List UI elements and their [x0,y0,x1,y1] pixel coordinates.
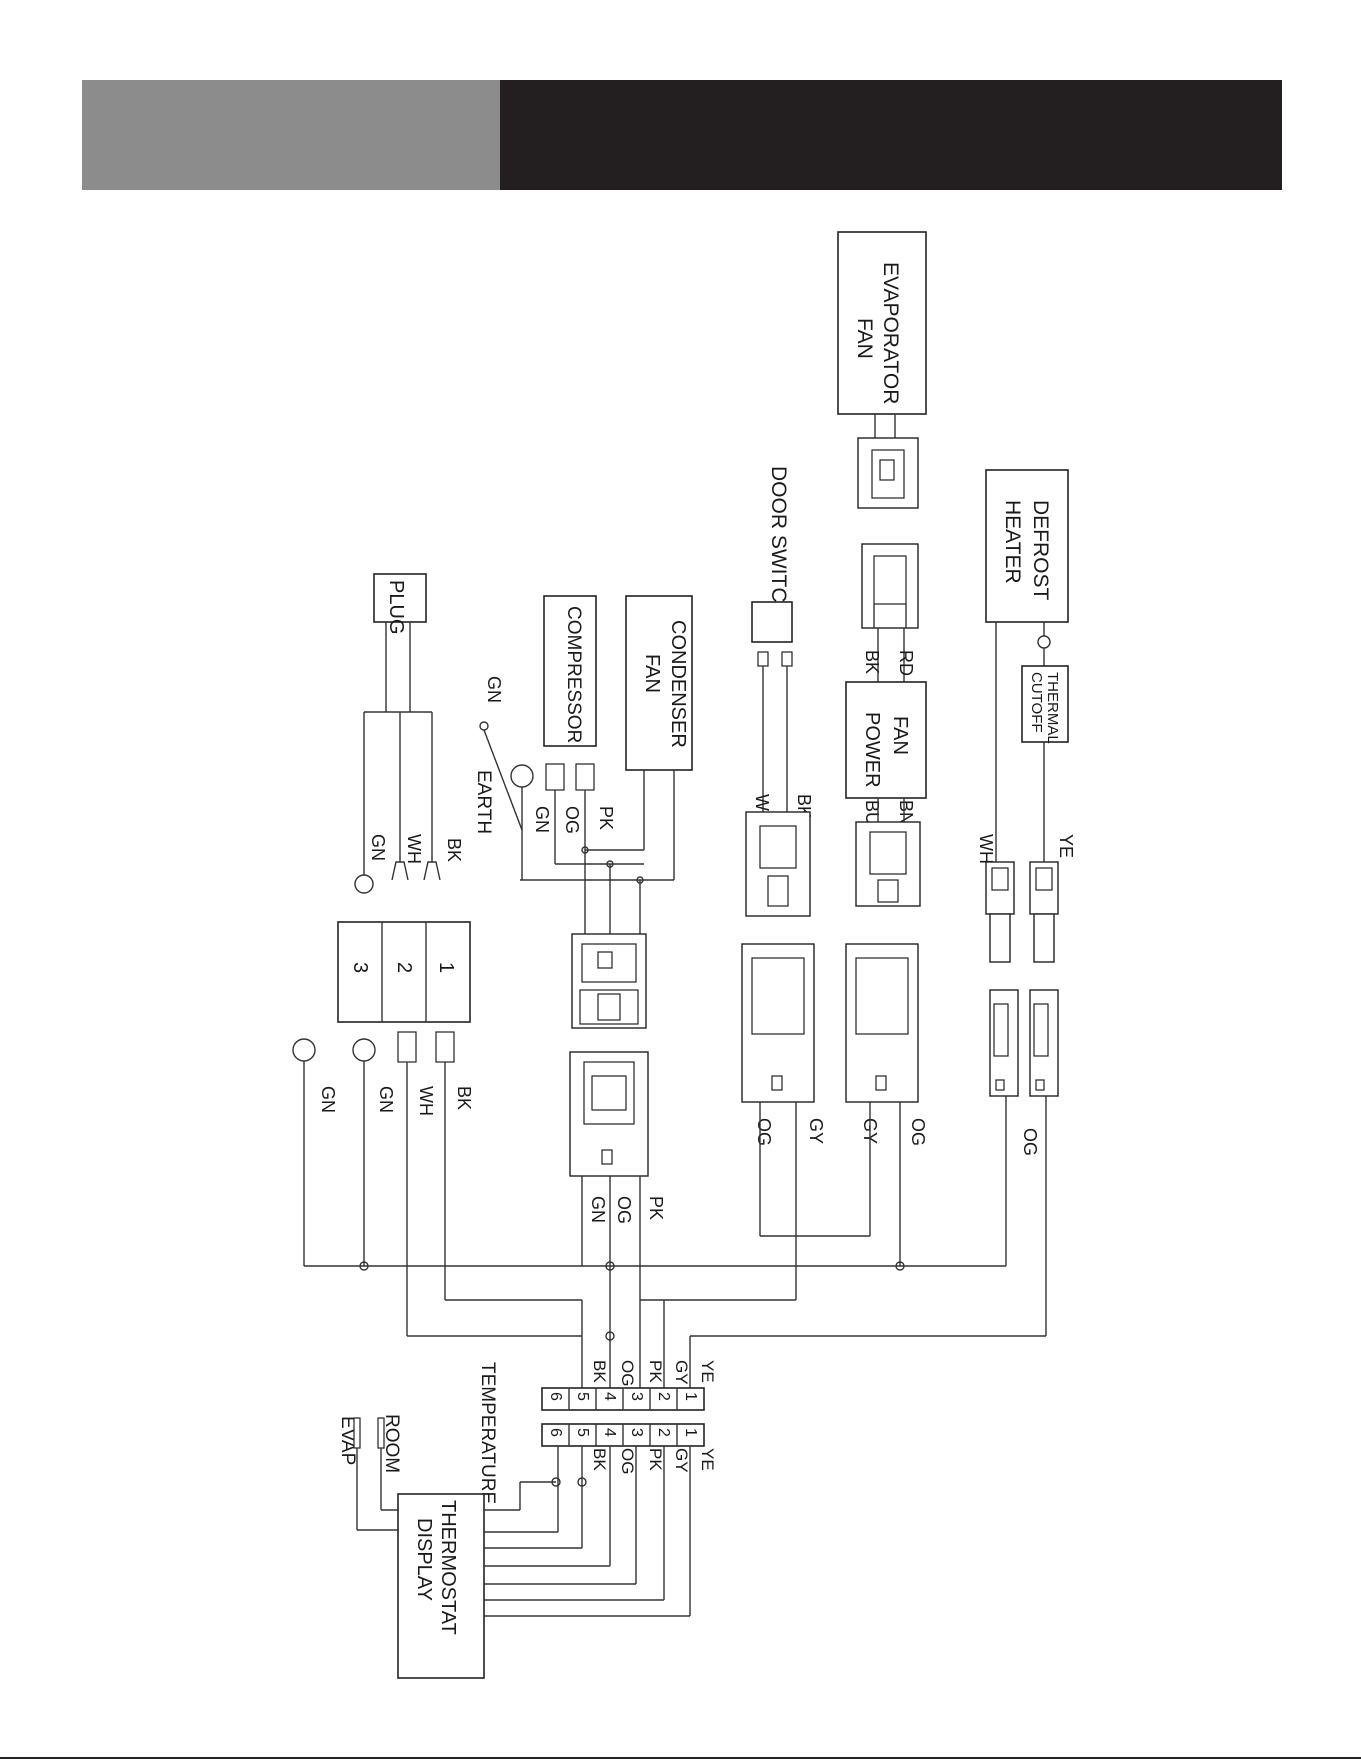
c1-pin-5: 5 [574,1392,591,1401]
temperature-label: TEMPERATURE [477,1362,498,1504]
footer-line [0,1757,1361,1759]
harness-connector-2: 1 2 3 4 5 6 [542,1424,704,1446]
wire-label-og-c1: OG [618,1360,637,1386]
wire-label-wh-block: WH [416,1086,436,1116]
fan-power-box [846,682,926,798]
wire-label-gy-door: GY [806,1118,826,1144]
lug-wh [398,1032,416,1062]
wire-label-bk-plug: BK [444,838,464,862]
c2-pin-2: 2 [655,1428,672,1437]
thermal-cutoff-label-2: CUTOFF [1028,672,1045,733]
wire-label-og-fan: OG [908,1118,928,1146]
wire-label-gy-c2: GY [672,1448,691,1473]
plug-neutral-fork [392,862,408,880]
wire-label-bu: BU [862,800,882,825]
plug-line-fork [424,862,440,880]
wire-label-pk-main: PK [646,1196,666,1220]
harness-connector-1: 1 2 3 4 5 6 [542,1388,704,1410]
defrost-heater-mating-connectors [990,990,1058,1096]
c2-pin-3: 3 [628,1428,645,1437]
thermal-cutoff-label-1: THERMAL [1044,672,1061,744]
wire-label-og-door: OG [754,1118,774,1146]
thermostat-display-label-1: THERMOSTAT [437,1500,459,1635]
wire-label-gn-ground: GN [484,676,504,703]
fan-power-connector [856,822,920,906]
wire-label-ye-c1: YE [698,1360,717,1383]
condenser-fan-label-1: CONDENSER [667,620,689,748]
wire-label-bk-fan: BK [862,650,882,674]
wire-label-gn-plug: GN [368,834,388,861]
compressor-mating-connector [570,1052,648,1176]
wire-label-pk-c1: PK [646,1360,665,1383]
c1-pin-1: 1 [682,1392,699,1401]
wire-label-bn: BN [896,800,916,825]
door-switch-label: DOOR SWITCH [767,466,790,618]
wire-label-bk-c1: BK [590,1360,609,1383]
wire-label-pk-comp: PK [596,806,616,830]
condenser-fan-label-2: FAN [641,654,663,693]
wire-label-gn-main: GN [588,1196,608,1223]
fan-power-mating-connector [846,944,918,1102]
c2-pin-5: 5 [574,1428,591,1437]
defrost-heater-connectors [986,862,1058,962]
thermostat-display-label-2: DISPLAY [413,1518,435,1601]
plug-ground-ring [355,875,373,893]
door-switch-box [752,602,792,642]
defrost-heater-label-1: DEFROST [1029,500,1052,601]
wire-label-og-comp: OG [562,806,582,834]
plug-label: PLUG [385,580,407,634]
wire-label-bk-c2: BK [590,1448,609,1471]
wire-label-wh-plug: WH [404,834,424,864]
c2-pin-4: 4 [601,1428,618,1437]
c1-pin-3: 3 [628,1392,645,1401]
thermal-cutoff-terminal [1038,636,1050,648]
wire-label-gn-1: GN [318,1086,338,1113]
evaporator-fan-label-1: EVAPORATOR [879,262,902,404]
wire-label-gn-2: GN [376,1086,396,1113]
fan-power-label-2: POWER [861,712,883,788]
compressor-label: COMPRESSOR [563,606,584,743]
evaporator-fan-mating-connector [862,544,918,628]
wire-label-ye-heater: YE [1056,834,1076,858]
room-sensor-probe [378,1418,384,1448]
c1-pin-4: 4 [601,1392,618,1401]
terminal-1: 1 [435,962,457,973]
compressor-lug-pk [576,764,594,790]
compressor-connector [572,934,646,1028]
c1-pin-2: 2 [655,1392,672,1401]
c1-pin-6: 6 [547,1392,564,1401]
evaporator-fan-connector [858,414,918,508]
wire-label-gn-comp: GN [532,806,552,833]
evaporator-fan-label-2: FAN [853,318,876,359]
c2-pin-6: 6 [547,1428,564,1437]
wire-label-og-c2: OG [618,1448,637,1474]
wire-label-bk-block: BK [454,1086,474,1110]
wire-label-og-main: OG [614,1196,634,1224]
wire-label-pk-c2: PK [646,1448,665,1471]
defrost-heater-label-2: HEATER [1001,500,1024,584]
c2-pin-1: 1 [682,1428,699,1437]
wire-label-rd: RD [896,650,916,676]
evap-sensor-probe [354,1418,360,1448]
compressor-lug-og [546,764,564,790]
ground-ring-1 [293,1039,315,1061]
earth-ring [511,765,533,787]
terminal-3: 3 [349,962,371,973]
wire-label-gy-c1: GY [672,1360,691,1385]
earth-ground-terminal [480,722,488,730]
lug-bk [436,1032,454,1062]
terminal-2: 2 [393,962,415,973]
fan-power-label-1: FAN [889,716,911,755]
defrost-heater-box [986,470,1068,622]
ground-ring-2 [353,1039,375,1061]
wire-label-ye-c2: YE [698,1448,717,1471]
door-switch-connector [746,812,810,916]
wire-label-wh-heater: WH [976,834,996,864]
door-switch-mating-connector [742,944,814,1102]
earth-label: EARTH [473,770,494,834]
wire-label-og-heater: OG [1020,1128,1040,1156]
